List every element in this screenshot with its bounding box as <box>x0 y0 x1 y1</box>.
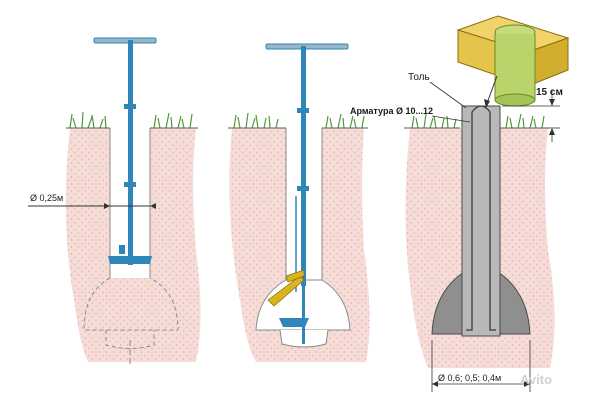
rebar-cage <box>466 105 496 331</box>
height-dimension: 15 см <box>502 87 563 142</box>
auger-tool-1 <box>93 37 157 265</box>
diameter-dimension-top: Ø 0,25м <box>28 193 156 209</box>
diameter-bottom-label: Ø 0,6; 0,5; 0,4м <box>438 373 501 383</box>
panel-3-finished-pile: Толь Арматура Ø 10...12 15 см Ø 0,6; 0,5… <box>350 15 570 392</box>
concrete-pile-shaft <box>461 105 501 337</box>
ruberoid-label: Толь <box>408 72 430 83</box>
grass-2 <box>233 112 365 129</box>
bell-reamer-tool <box>265 43 349 344</box>
panel-1-auger-drilling: Ø 0,25м <box>28 37 201 365</box>
rebar-label: Арматура Ø 10...12 <box>350 106 433 116</box>
height-offset-label: 15 см <box>536 87 563 98</box>
formwork-box <box>456 15 570 107</box>
watermark-text: Avito <box>520 372 552 387</box>
diameter-dimension-bottom: Ø 0,6; 0,5; 0,4м <box>431 340 531 392</box>
panel-2-bell-reaming <box>228 43 370 362</box>
grass-3 <box>411 113 545 129</box>
grass-1 <box>69 111 193 129</box>
bell-outline-1 <box>83 277 179 331</box>
diameter-top-label: Ø 0,25м <box>30 193 63 203</box>
